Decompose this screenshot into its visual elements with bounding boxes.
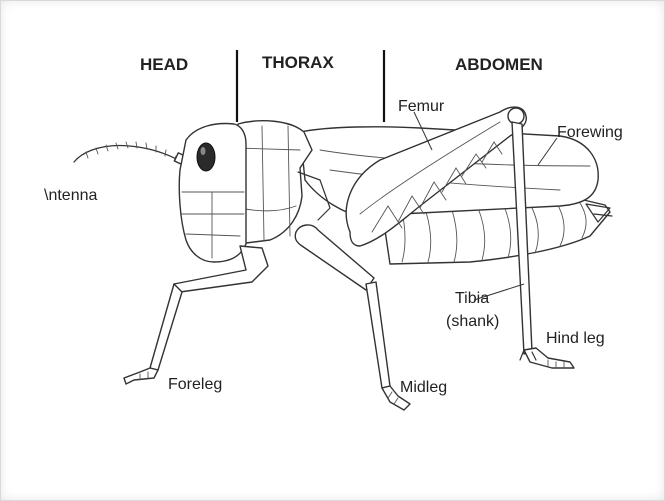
label-forewing: Forewing: [557, 124, 623, 141]
foreleg: [124, 246, 268, 384]
label-hind-leg: Hind leg: [546, 330, 605, 347]
antenna: [74, 142, 189, 166]
label-midleg: Midleg: [400, 379, 447, 396]
head: [179, 124, 246, 262]
section-label-thorax: THORAX: [262, 53, 334, 72]
label-shank: (shank): [446, 313, 499, 330]
label-antenna: \ntenna: [44, 187, 97, 204]
label-femur: Femur: [398, 98, 445, 115]
label-tibia: Tibia: [455, 290, 489, 307]
section-label-head: HEAD: [140, 55, 188, 74]
label-foreleg: Foreleg: [168, 376, 222, 393]
compound-eye: [197, 143, 215, 171]
section-label-abdomen: ABDOMEN: [455, 55, 543, 74]
